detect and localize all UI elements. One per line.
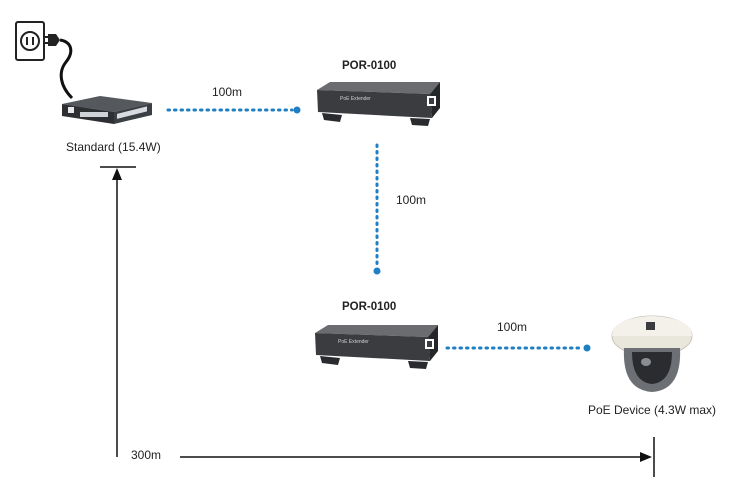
total-distance-label: 300m <box>131 448 162 462</box>
extender-top-label: POR-0100 <box>342 60 397 72</box>
link-extender-to-camera <box>445 344 591 352</box>
poe-switch-icon <box>62 96 152 124</box>
poe-extender-icon: PoE Extender <box>317 82 440 126</box>
power-outlet-icon <box>15 21 74 100</box>
link-3-label: 100m <box>497 320 528 334</box>
link-1-label: 100m <box>212 85 243 99</box>
poe-extender-icon: PoE Extender <box>315 325 438 369</box>
link-extender-to-extender <box>373 143 381 275</box>
switch-label: Standard (15.4W) <box>66 140 161 154</box>
extender-bottom-label: POR-0100 <box>342 301 397 313</box>
extender-front-text: PoE Extender <box>338 339 369 345</box>
distance-arrow <box>100 166 655 477</box>
extender-front-text: PoE Extender <box>340 96 371 102</box>
camera-label: PoE Device (4.3W max) <box>588 403 717 417</box>
link-2-label: 100m <box>396 193 427 207</box>
dome-camera-icon <box>611 315 693 392</box>
link-switch-to-extender <box>166 106 301 114</box>
